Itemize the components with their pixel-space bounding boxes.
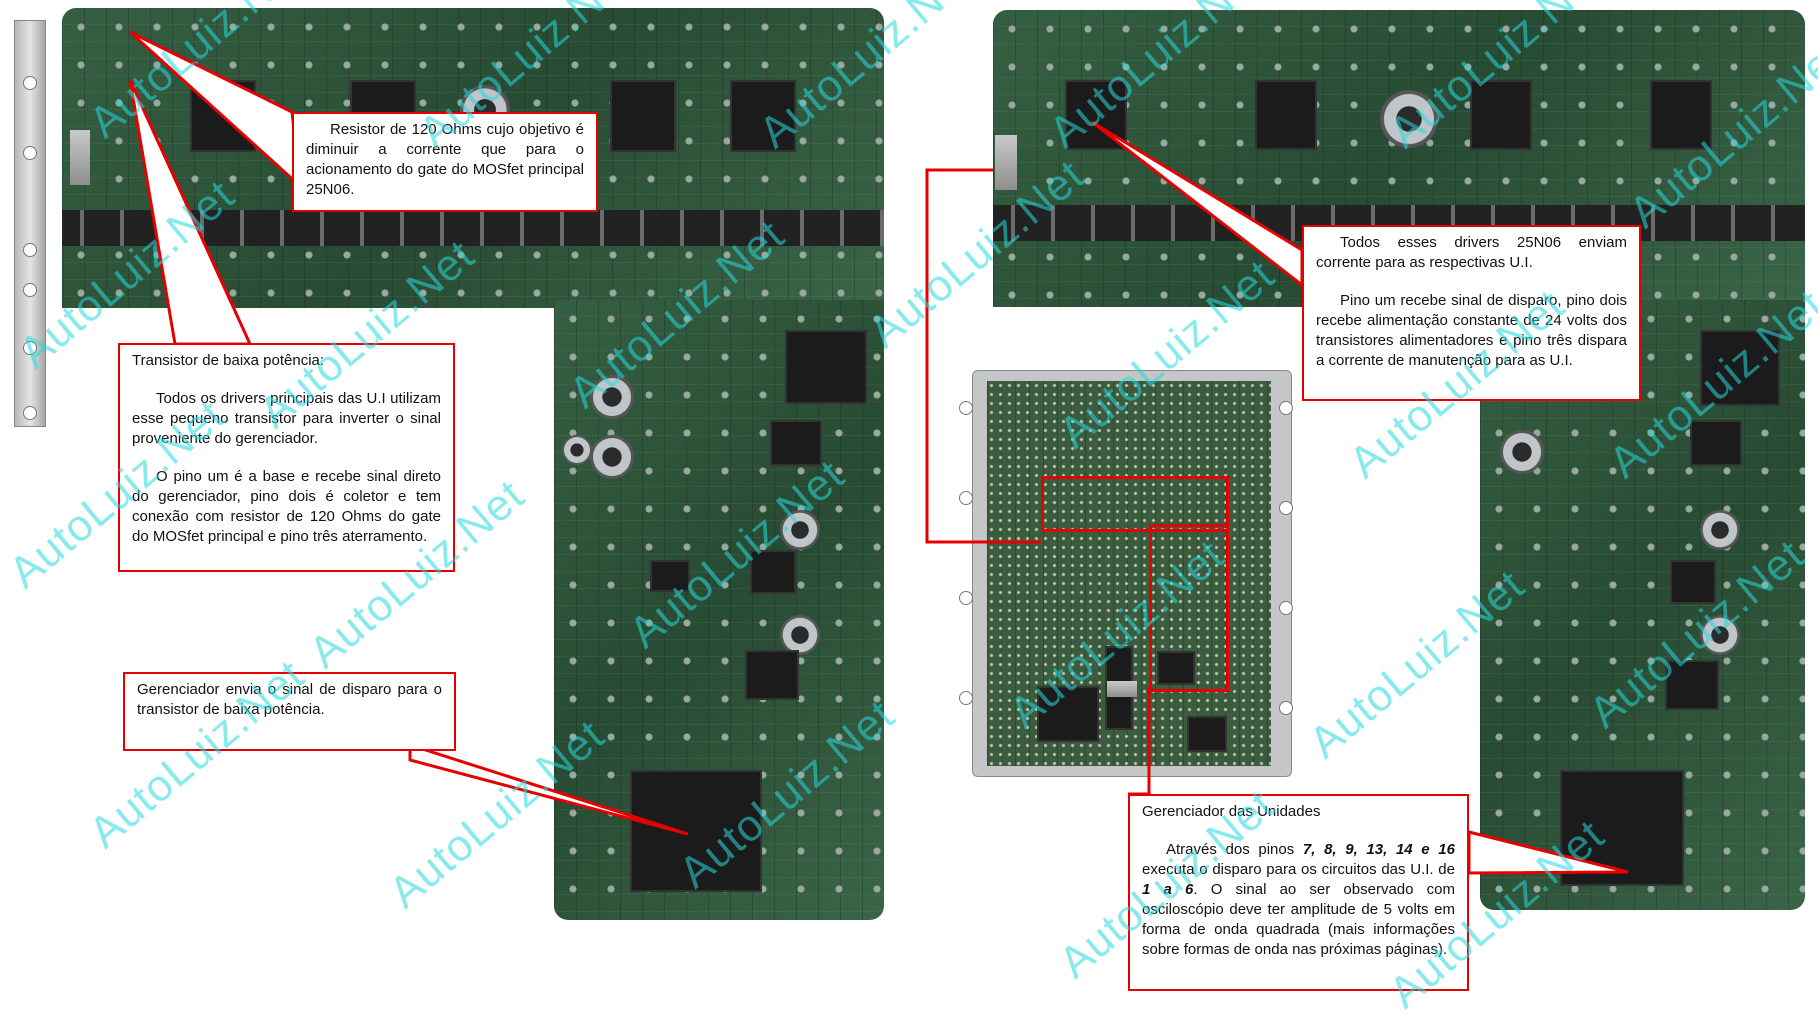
ic-component xyxy=(650,560,690,592)
capacitor-component xyxy=(780,510,820,550)
units-connector xyxy=(1128,686,1151,796)
bracket-hole xyxy=(23,243,37,257)
mosfet-component xyxy=(1255,80,1317,150)
units-text-1: Através dos pinos xyxy=(1166,841,1303,858)
ecu-mount-hole xyxy=(959,401,973,415)
ecu-mount-hole xyxy=(959,491,973,505)
ecu-chip xyxy=(1187,716,1227,752)
drivers-paragraph-2: Pino um recebe sinal de disparo, pino do… xyxy=(1316,292,1627,369)
ecu-component xyxy=(1107,681,1137,697)
ecu-mount-hole xyxy=(1279,401,1293,415)
capacitor-component xyxy=(562,435,592,465)
ecu-board xyxy=(987,381,1271,766)
ecu-overview-photo xyxy=(959,370,1293,777)
units-pins: 7, 8, 9, 13, 14 e 16 xyxy=(1302,841,1455,858)
resistor-note: Resistor de 120 Ohms cujo objetivo é dim… xyxy=(306,121,584,198)
ecu-mount-hole xyxy=(1279,601,1293,615)
ecu-chip xyxy=(1157,651,1195,685)
bracket-hole xyxy=(23,76,37,90)
bracket-hole xyxy=(23,341,37,355)
transistor-paragraph-1: Todos os drivers principais das U.I util… xyxy=(132,390,441,447)
regulator-component xyxy=(770,420,822,466)
ic-component xyxy=(1665,660,1719,710)
ecu-mount-hole xyxy=(1279,701,1293,715)
transistor-title: Transistor de baixa potência: xyxy=(132,352,325,369)
transistor-paragraph-2: O pino um é a base e recebe sinal direto… xyxy=(132,468,441,545)
mosfet-component xyxy=(1650,80,1712,150)
capacitor-component xyxy=(1700,510,1740,550)
ic-component xyxy=(750,550,796,594)
mosfet-component xyxy=(730,80,796,152)
resistor-callout: Resistor de 120 Ohms cujo objetivo é dim… xyxy=(292,112,598,212)
units-paragraph: Através dos pinos 7, 8, 9, 13, 14 e 16 e… xyxy=(1142,840,1455,960)
units-text-2: executa o disparo para os circuitos das … xyxy=(1142,861,1455,878)
pcb-component xyxy=(995,135,1017,190)
ic-component xyxy=(1670,560,1716,604)
regulator-component xyxy=(785,330,867,404)
drivers-paragraph-1: Todos esses drivers 25N06 enviam corrent… xyxy=(1316,234,1627,271)
bracket-hole xyxy=(23,283,37,297)
metal-bracket-image xyxy=(14,20,46,427)
mosfet-component xyxy=(1470,80,1532,150)
units-callout: Gerenciador das Unidades Através dos pin… xyxy=(1128,794,1469,991)
capacitor-component xyxy=(590,435,634,479)
drivers-connector xyxy=(925,168,1041,544)
capacitor-component xyxy=(1500,430,1544,474)
screw-component xyxy=(1380,90,1438,148)
manager-chip xyxy=(630,770,762,892)
units-range: 1 a 6 xyxy=(1142,881,1194,898)
transistor-callout: Transistor de baixa potência: Todos os d… xyxy=(118,343,455,572)
manager-pointer xyxy=(408,742,689,836)
ic-component xyxy=(745,650,799,700)
bracket-hole xyxy=(23,146,37,160)
connector-rail xyxy=(62,210,884,246)
mosfet-component xyxy=(610,80,676,152)
bracket-hole xyxy=(23,406,37,420)
regulator-component xyxy=(1690,420,1742,466)
ecu-mount-hole xyxy=(959,591,973,605)
units-pointer xyxy=(1467,830,1629,875)
ecu-mount-hole xyxy=(959,691,973,705)
units-title: Gerenciador das Unidades xyxy=(1142,803,1321,820)
pcb-component xyxy=(70,130,90,185)
drivers-callout: Todos esses drivers 25N06 enviam corrent… xyxy=(1302,225,1641,401)
drivers-pointer xyxy=(1091,120,1304,289)
ecu-mount-hole xyxy=(1279,501,1293,515)
capacitor-component xyxy=(1700,615,1740,655)
ecu-chip xyxy=(1037,686,1099,742)
regulator-component xyxy=(1700,330,1780,406)
capacitor-component xyxy=(590,375,634,419)
units-text-3: . O sinal ao ser observado com osciloscó… xyxy=(1142,881,1455,958)
manager-callout: Gerenciador envia o sinal de disparo par… xyxy=(123,672,456,751)
capacitor-component xyxy=(780,615,820,655)
manager-note: Gerenciador envia o sinal de disparo par… xyxy=(137,681,442,718)
